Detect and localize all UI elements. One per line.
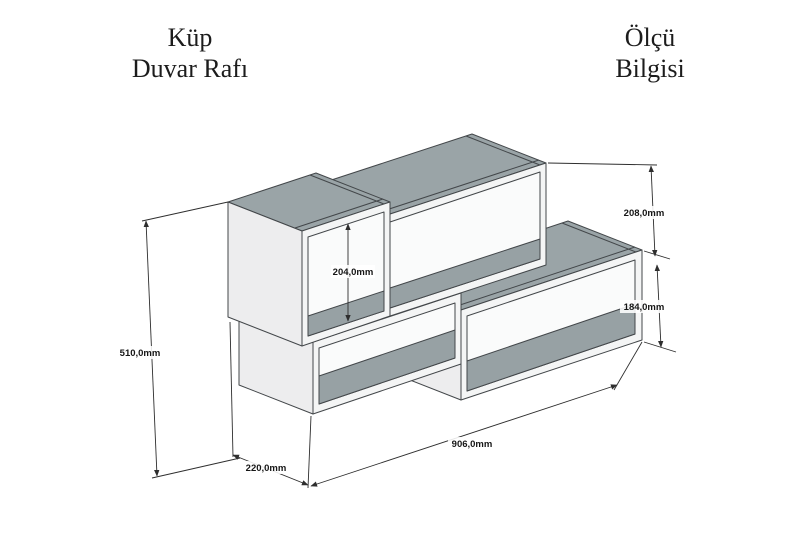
dim-208-extension-bottom: [643, 250, 671, 260]
top-middle-box-front-edge-line: [376, 159, 540, 214]
title-right-line1: Ölçü: [625, 23, 676, 52]
bottom-right-box-interior-shelf: [466, 303, 636, 392]
dim-906-extension-right: [613, 341, 643, 391]
dim-906-label-bg: [448, 437, 496, 450]
dim-510-label-bg: [116, 346, 164, 359]
cube-box: [227, 172, 391, 347]
dim-510-extension-top: [141, 201, 229, 222]
dim-510-extension-bottom: [151, 457, 241, 479]
dim-208-extension-top: [547, 162, 658, 166]
dim-184-extension-bottom: [643, 341, 677, 353]
cube-front-edge-line: [294, 198, 384, 229]
title-left-line1: Küp: [168, 23, 213, 52]
dim-184-label: 184,0mm: [624, 302, 665, 313]
dim-906-line: [310, 384, 618, 487]
dim-204-label: 204,0mm: [333, 267, 374, 278]
bottom-right-box-front-edge-line: [453, 246, 636, 308]
dim-906-label: 906,0mm: [452, 439, 493, 450]
title-left-line2: Duvar Rafı: [132, 54, 248, 83]
bottom-right-box-right-edge-line: [561, 222, 637, 253]
dim-208-label: 208,0mm: [624, 208, 665, 219]
cube-right-edge-line: [309, 174, 385, 205]
page-titles: Küp Duvar Rafı Ölçü Bilgisi: [132, 23, 685, 83]
dimension-total-height: 510,0mm: [116, 201, 241, 479]
dim-220-extension-left: [229, 321, 234, 458]
top-middle-box-right-edge-line: [465, 135, 541, 166]
dimension-upper-right-height: 208,0mm: [547, 162, 671, 260]
dimension-total-width: 906,0mm: [310, 341, 643, 487]
dim-220-label-bg: [243, 461, 290, 474]
dimension-annotations: 510,0mm 204,0mm 208,0mm 184,0mm: [116, 162, 677, 489]
dim-220-extension-right: [307, 415, 312, 489]
dimension-depth: 220,0mm: [229, 321, 312, 489]
dim-510-label: 510,0mm: [120, 348, 161, 359]
dim-184-label-bg: [620, 300, 668, 313]
dimension-cube-inner-height: 204,0mm: [331, 223, 375, 322]
dim-208-label-bg: [620, 206, 668, 219]
title-right-line2: Bilgisi: [615, 54, 684, 83]
dimension-lower-right-height: 184,0mm: [620, 264, 677, 353]
dim-204-label-bg: [331, 265, 375, 278]
dim-220-label: 220,0mm: [246, 463, 287, 474]
